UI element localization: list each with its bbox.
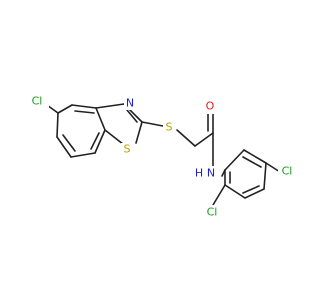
sulfur-ring-atom-label: S <box>124 143 131 156</box>
bond <box>71 104 97 109</box>
chlorine-para-atom-label: Cl <box>282 165 293 178</box>
molecule-structure: Cl N S S O N H Cl Cl <box>25 94 300 219</box>
bond <box>70 152 96 158</box>
bond <box>242 156 262 168</box>
bond <box>56 112 59 138</box>
oxygen-atom-label: O <box>206 100 215 113</box>
bond <box>244 188 265 199</box>
bond <box>95 103 125 109</box>
bond <box>95 107 106 131</box>
atom-labels: Cl N S S O N H Cl Cl <box>25 94 300 219</box>
bond <box>224 184 246 199</box>
bond <box>57 104 73 114</box>
bond <box>224 149 245 171</box>
bond <box>263 162 267 190</box>
bond <box>126 109 138 123</box>
bond <box>176 129 196 147</box>
chlorine-atom-label: Cl <box>32 95 43 108</box>
amide-hydrogen-atom-label: H <box>195 167 203 180</box>
nitrogen-atom-label: N <box>126 97 134 110</box>
bond <box>62 134 76 152</box>
bond <box>90 132 100 150</box>
bond <box>94 129 106 154</box>
bond <box>74 110 95 114</box>
amide-nitrogen-atom-label: N <box>207 167 215 180</box>
sulfur-thioether-atom-label: S <box>166 121 173 134</box>
bond <box>243 149 267 164</box>
bond <box>212 184 226 206</box>
bond <box>135 121 143 144</box>
bond <box>265 162 281 173</box>
bond <box>56 136 72 158</box>
bond <box>242 185 260 194</box>
bonds <box>39 99 281 206</box>
bond <box>194 132 214 147</box>
chlorine-ortho-atom-label: Cl <box>207 206 218 219</box>
bond <box>141 121 164 127</box>
